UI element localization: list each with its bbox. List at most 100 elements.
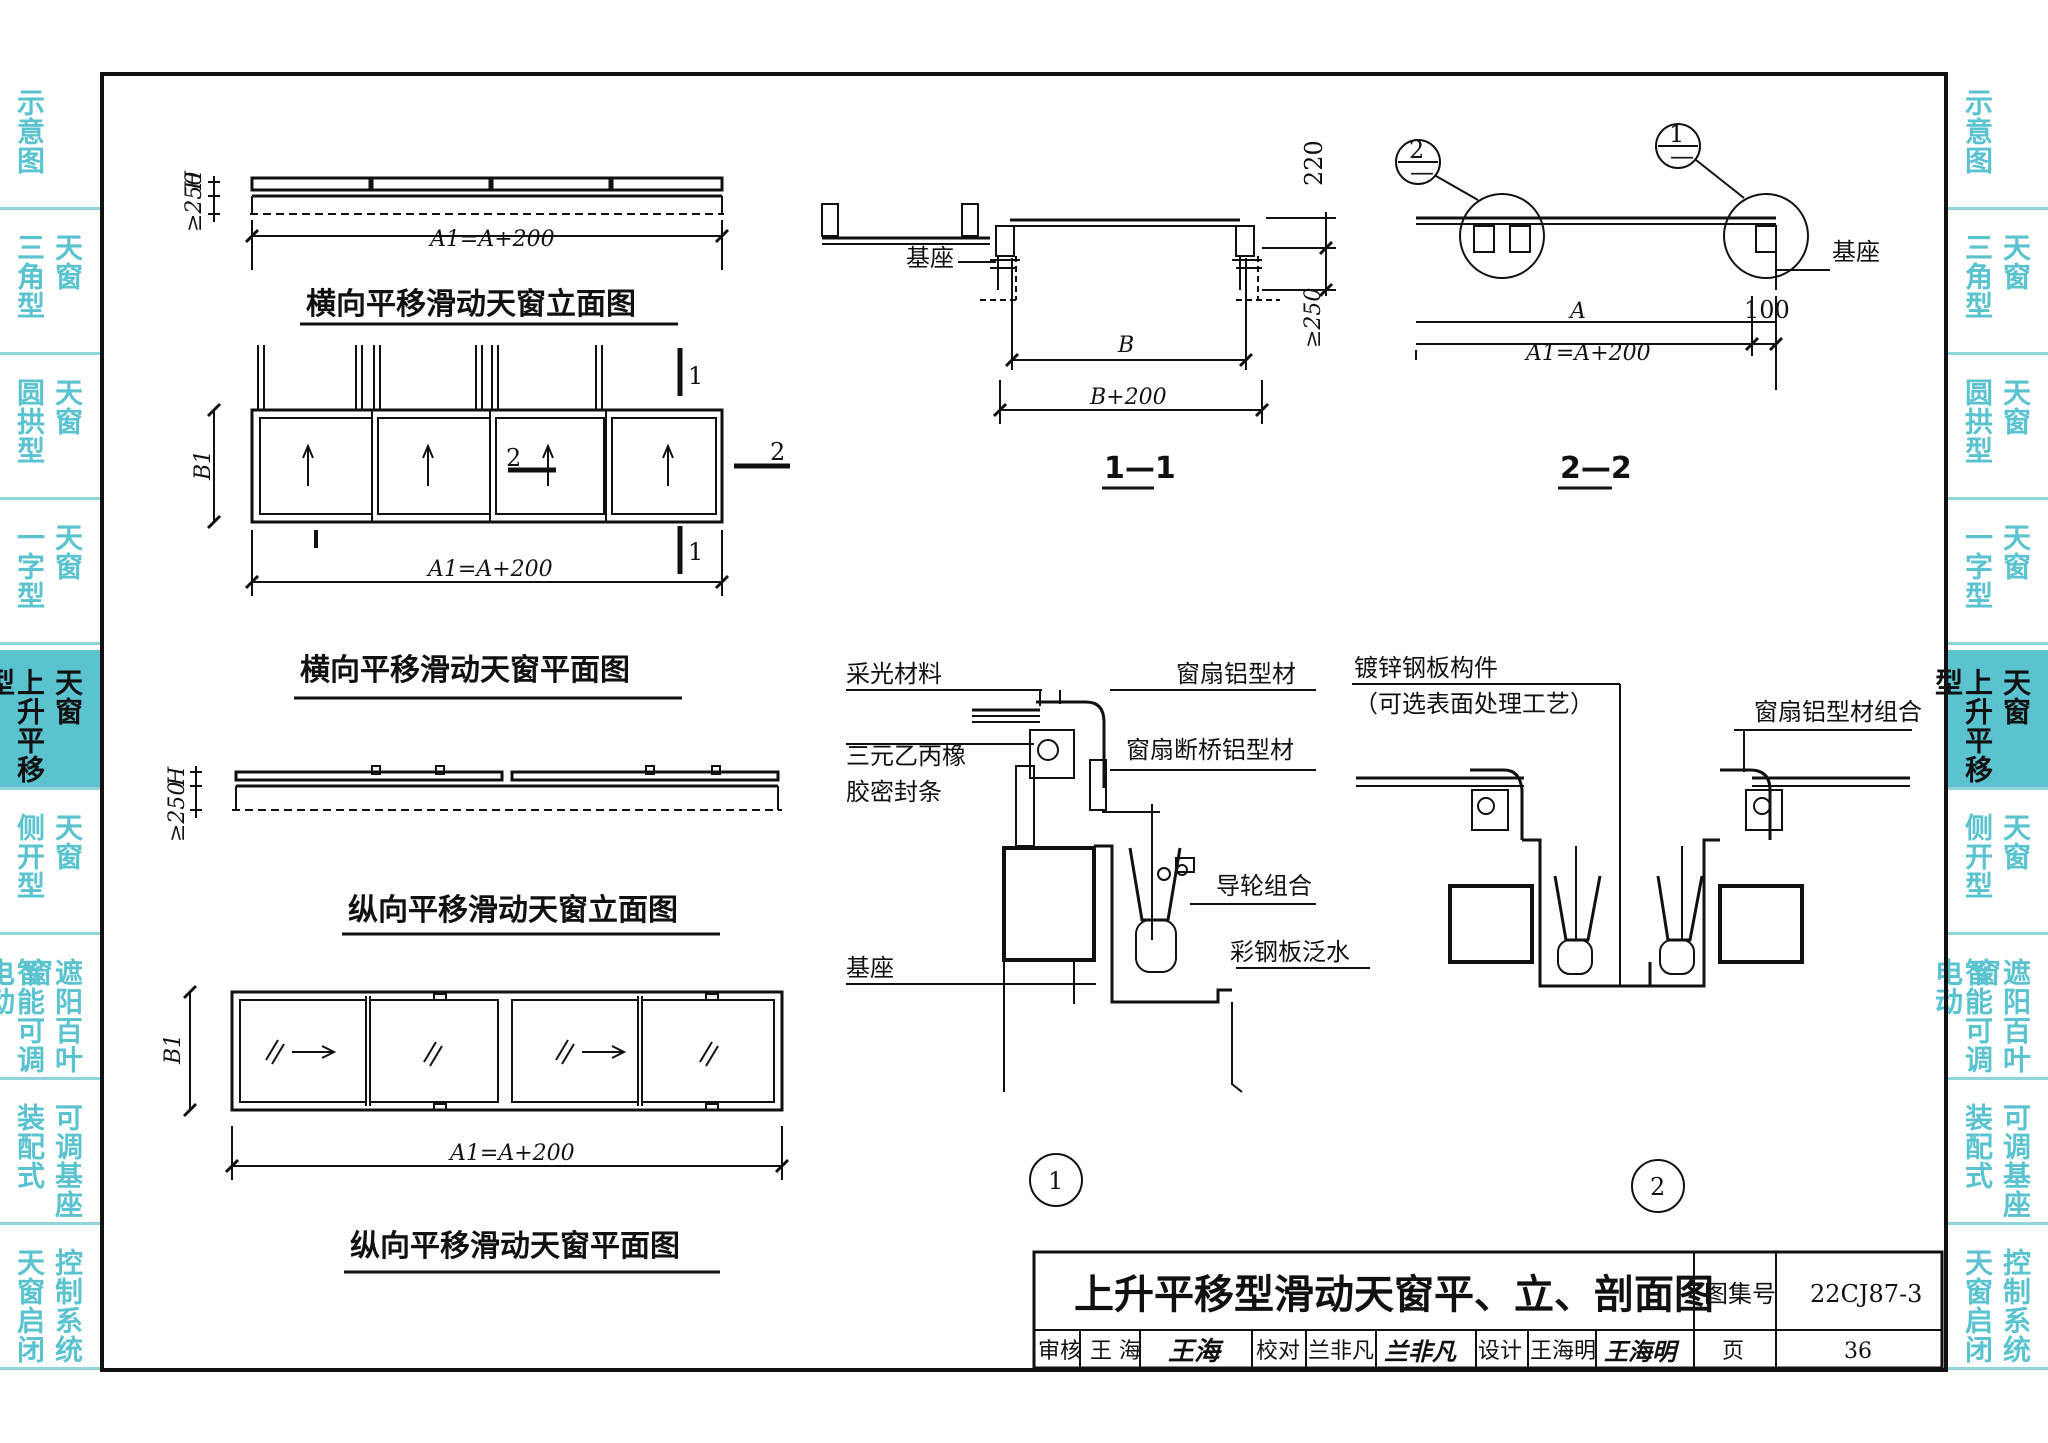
side-tab-label: 装配式 (1961, 1103, 1994, 1190)
section-2-2-drawing (1395, 123, 1830, 390)
ann-sash-profile: 窗扇铝型材 (1176, 660, 1296, 688)
side-tab-right-4[interactable]: 上升平移型天窗 (1931, 650, 2048, 790)
v-elev-dim-h: H (165, 766, 190, 787)
side-tab-label: 天窗启闭 (1961, 1248, 1994, 1364)
h-elev-title: 横向平移滑动天窗立面图 (306, 287, 636, 322)
section-1-1-drawing (821, 203, 1336, 424)
side-tab-label: 遮阳百叶窗 (1969, 958, 2032, 1074)
title-block-page-no: 36 (1844, 1339, 1872, 1364)
sec22-callout-1-dash: — (1670, 142, 1694, 170)
sec22-label-base: 基座 (1832, 238, 1880, 266)
title-block-check-label: 校对 (1256, 1339, 1300, 1364)
side-tab-label: 天窗 (1999, 378, 2032, 436)
title-block-design-name: 王海明 (1530, 1339, 1596, 1364)
side-tab-label: 天窗 (1999, 668, 2032, 726)
drawing-sheet: ≥250 H A1=A+200 横向平移滑动天窗立面图 (161, 120, 1944, 1370)
side-tab-label: 天窗 (1999, 233, 2032, 291)
side-tab-label: 圆拱型 (1961, 378, 1994, 465)
side-tab-left-0[interactable]: 示意图 (0, 70, 100, 210)
side-tab-label: 天窗启闭 (13, 1248, 46, 1364)
title-block-atlas-label: 图集号 (1704, 1280, 1776, 1308)
sec22-callout-2: 2 (1409, 136, 1424, 164)
side-tab-label: 可调基座 (1999, 1103, 2032, 1219)
sec11-dim-220: 220 (1300, 140, 1328, 186)
title-block-design-signature: 王海明 (1604, 1337, 1680, 1366)
side-tab-left-1[interactable]: 三角型天窗 (0, 215, 100, 355)
title-block-atlas-no: 22CJ87-3 (1810, 1280, 1922, 1308)
title-block-review-signature: 王海 (1168, 1337, 1224, 1367)
detail-2-number: 2 (1650, 1173, 1665, 1201)
side-tab-label: 天窗 (1999, 523, 2032, 581)
h-plan-dim-a1: A1=A+200 (426, 557, 553, 582)
v-elev-title: 纵向平移滑动天窗立面图 (348, 893, 678, 928)
side-tab-label: 智能可调电动 (0, 958, 46, 1074)
side-tab-right-0[interactable]: 示意图 (1948, 70, 2048, 210)
ann-galv-2: （可选表面处理工艺） (1354, 690, 1594, 718)
sec22-callout-2-dash: — (1410, 158, 1434, 186)
side-tab-label: 上升平移型 (0, 668, 46, 784)
side-tab-right-2[interactable]: 圆拱型天窗 (1948, 360, 2048, 500)
h-elevation-drawing (208, 176, 730, 270)
side-tab-left-8[interactable]: 天窗启闭控制系统 (0, 1230, 100, 1370)
side-tab-left-7[interactable]: 装配式可调基座 (0, 1085, 100, 1225)
side-tab-right-1[interactable]: 三角型天窗 (1948, 215, 2048, 355)
title-block-check-name: 兰非凡 (1308, 1339, 1374, 1364)
v-elev-dim-250: ≥250 (165, 782, 190, 842)
detail-1-marker (1029, 1153, 1083, 1207)
h-plan-mark-2-left: 2 (506, 444, 521, 472)
ann-base: 基座 (846, 954, 894, 982)
title-block-check-signature: 兰非凡 (1384, 1337, 1457, 1366)
h-plan-mark-2-right: 2 (770, 438, 785, 466)
side-tab-right-5[interactable]: 侧开型天窗 (1948, 795, 2048, 935)
h-plan-mark-1-bottom: 1 (688, 538, 703, 566)
side-tab-left-5[interactable]: 侧开型天窗 (0, 795, 100, 935)
side-tab-label: 控制系统 (51, 1248, 84, 1364)
side-tab-label: 天窗 (51, 668, 84, 726)
h-elev-dim-250: ≥250 (182, 172, 207, 232)
sec11-label-base: 基座 (906, 244, 954, 272)
ann-flashing: 彩钢板泛水 (1230, 938, 1350, 966)
ann-galv-1: 镀锌钢板构件 (1354, 654, 1498, 682)
side-tab-left-3[interactable]: 一字型天窗 (0, 505, 100, 645)
title-block-review-label: 审核 (1038, 1339, 1082, 1364)
h-elev-dim-a1: A1=A+200 (428, 227, 555, 252)
side-tab-label: 遮阳百叶窗 (21, 958, 84, 1074)
side-tab-left-2[interactable]: 圆拱型天窗 (0, 360, 100, 500)
side-tab-label: 天窗 (51, 813, 84, 871)
detail-1-drawing (846, 689, 1370, 1093)
h-plan-title: 横向平移滑动天窗平面图 (300, 653, 630, 688)
drawing-frame: ≥250 H A1=A+200 横向平移滑动天窗立面图 (100, 72, 1948, 1372)
side-tab-label: 示意图 (13, 88, 46, 175)
side-tab-label: 一字型 (1961, 523, 1994, 610)
ann-seal-1: 三元乙丙橡 (846, 742, 966, 770)
sec22-dim-100: 100 (1744, 296, 1790, 324)
side-tab-label: 天窗 (51, 378, 84, 436)
v-plan-dim-b1: B1 (161, 1034, 186, 1065)
v-plan-drawing (182, 984, 790, 1180)
side-tab-label: 圆拱型 (13, 378, 46, 465)
side-tab-label: 示意图 (1961, 88, 1994, 175)
sec22-dim-a1: A1=A+200 (1524, 341, 1651, 366)
side-tab-label: 控制系统 (1999, 1248, 2032, 1364)
side-tab-right-6[interactable]: 智能可调电动遮阳百叶窗 (1931, 940, 2048, 1080)
sec22-callout-1: 1 (1669, 120, 1684, 148)
side-tab-right-8[interactable]: 天窗启闭控制系统 (1948, 1230, 2048, 1370)
sec11-dim-250: ≥250 (1301, 288, 1326, 348)
title-block-title: 上升平移型滑动天窗平、立、剖面图 (1074, 1272, 1714, 1318)
ann-guide-wheel: 导轮组合 (1216, 872, 1312, 900)
detail-1-number: 1 (1048, 1167, 1063, 1195)
h-elev-dim-h: H (182, 170, 207, 191)
sec22-dim-a: A (1568, 299, 1586, 324)
side-tab-right-3[interactable]: 一字型天窗 (1948, 505, 2048, 645)
title-block-design-label: 设计 (1478, 1339, 1522, 1364)
side-tab-label: 天窗 (51, 233, 84, 291)
v-plan-dim-a1: A1=A+200 (448, 1141, 575, 1166)
side-tab-label: 天窗 (51, 523, 84, 581)
side-tab-right-7[interactable]: 装配式可调基座 (1948, 1085, 2048, 1225)
side-tab-label: 装配式 (13, 1103, 46, 1190)
ann-sash-assembly: 窗扇铝型材组合 (1754, 698, 1922, 726)
sec22-title: 2—2 (1560, 451, 1632, 486)
v-plan-title: 纵向平移滑动天窗平面图 (350, 1229, 680, 1264)
